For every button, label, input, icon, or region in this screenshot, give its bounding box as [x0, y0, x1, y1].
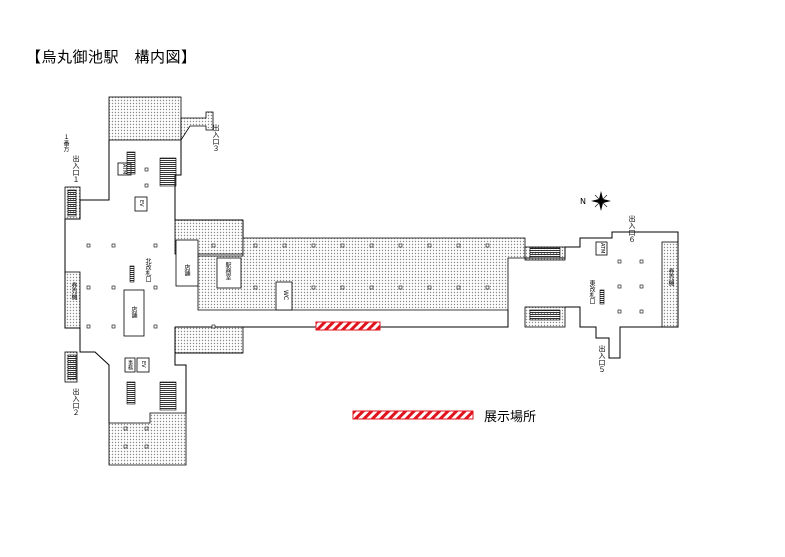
ev-bottom-label: EV [140, 361, 146, 368]
exit1-label: 出入口１ [72, 155, 80, 183]
exit5-label: 出入口５ [598, 345, 606, 373]
wc-label: WC [282, 290, 289, 301]
stairs [67, 151, 605, 411]
top-stub-area [108, 96, 182, 141]
atm-right-box [595, 241, 608, 256]
legend-swatch [352, 410, 474, 420]
exit1-sub-label: １番方 [62, 134, 69, 152]
exit2-label: 出入口２ [72, 388, 80, 416]
main-platform-area [197, 237, 526, 311]
shop-center-label: 店舗 [183, 264, 190, 276]
page-title: 【烏丸御池駅 構内図】 [26, 48, 197, 66]
compass-north-label: N [580, 197, 586, 206]
gate-north-label: 北改札口 [144, 258, 151, 282]
ticket-wall-left [64, 271, 81, 329]
shop-left-label: 店舗 [130, 306, 137, 318]
ev-top-box [134, 196, 148, 212]
wc-box [275, 281, 293, 311]
station-office-label: 駅務室 [224, 262, 231, 280]
legend-label: 展示場所 [484, 410, 537, 425]
ticket-right-label: 券売機 [667, 268, 674, 286]
compass-icon [591, 191, 611, 211]
office-small-label: 事務 [127, 360, 133, 370]
office-small-box [124, 357, 136, 373]
gate-east-label: 東改札口 [588, 280, 595, 304]
bottom-stub-area [108, 412, 187, 466]
columns [86, 167, 644, 449]
ticket-left-label: 券売機 [70, 282, 77, 300]
exhibit-location-marker [315, 321, 381, 331]
shop-left-box [123, 289, 145, 337]
ev-top-label: EV [138, 200, 144, 207]
concourse-outline [64, 140, 679, 423]
atm-left-label: ATM [121, 164, 127, 175]
lower-concourse-area [174, 326, 244, 354]
exit6-label: 出入口６ [628, 215, 636, 243]
shop-center-box [175, 239, 199, 287]
exit3-label: 出入口３ [212, 124, 220, 152]
ev-bottom-box [136, 357, 150, 373]
station-office-box [216, 257, 242, 289]
structure-areas [64, 96, 679, 466]
exit3-corridor [180, 111, 214, 142]
atm-right-label: ATM [599, 243, 605, 254]
